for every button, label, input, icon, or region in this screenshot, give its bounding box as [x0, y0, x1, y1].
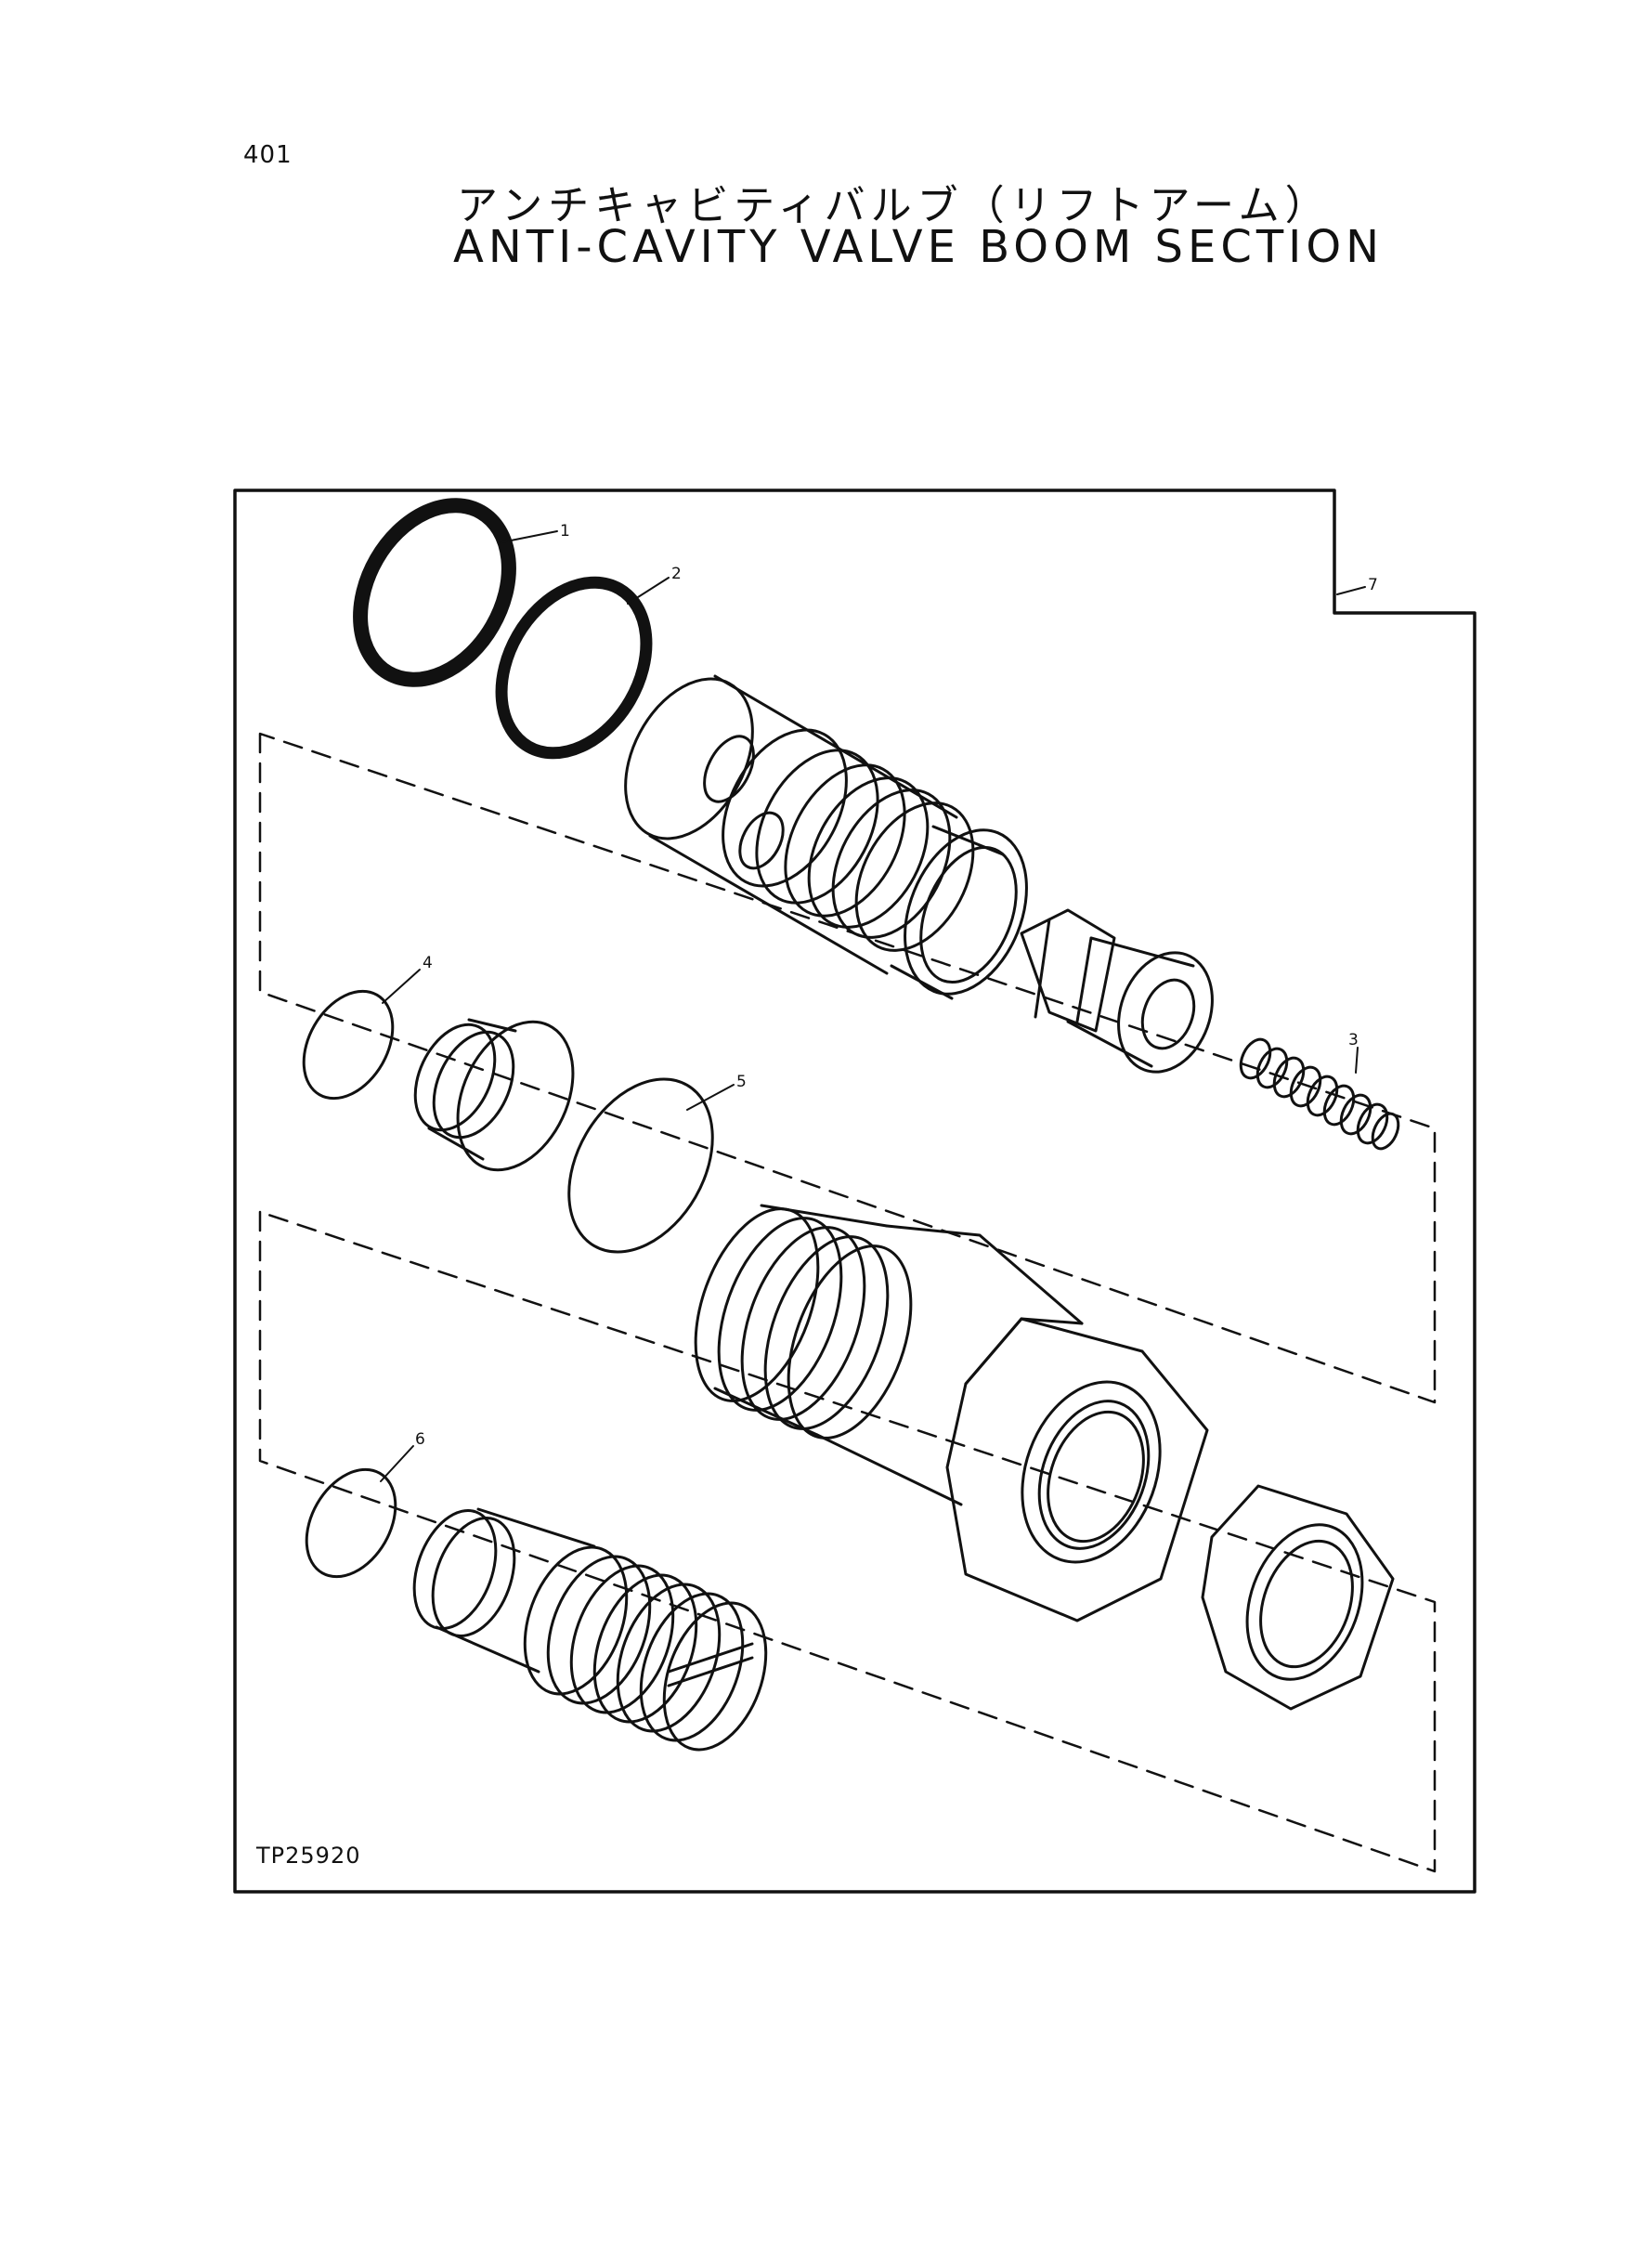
valve-housing [694, 1204, 1209, 1622]
page-title-japanese: アンチキャビティバルブ（リフトアーム） [457, 182, 1332, 229]
callout-5: 5 [736, 1073, 747, 1091]
spring-3 [1239, 1037, 1400, 1151]
valve-sleeve [624, 674, 1028, 1000]
o-ring-6 [305, 1467, 397, 1579]
page-number: 401 [243, 141, 293, 169]
callout-6: 6 [415, 1430, 425, 1449]
callout-7: 7 [1368, 576, 1378, 594]
callout-3: 3 [1348, 1031, 1359, 1049]
callout-4: 4 [423, 954, 433, 972]
backup-ring-2 [495, 576, 653, 760]
lock-nut [1201, 1484, 1395, 1711]
leader-lines [380, 530, 1366, 1482]
callout-1: 1 [560, 522, 570, 541]
page-title: ANTI-CAVITY VALVE BOOM SECTION [453, 221, 1384, 273]
dashed-group-lower [258, 1210, 1437, 1873]
figure-code: TP25920 [256, 1843, 361, 1869]
adjusting-screw [412, 1507, 768, 1752]
o-ring-4 [302, 989, 395, 1101]
poppet [1020, 908, 1214, 1074]
piston-plug [413, 1018, 575, 1172]
o-ring-1 [353, 498, 516, 687]
dashed-group-upper [258, 732, 1437, 1404]
callout-2: 2 [671, 565, 682, 583]
assembly-frame [233, 489, 1476, 1894]
o-ring-5 [567, 1077, 714, 1254]
